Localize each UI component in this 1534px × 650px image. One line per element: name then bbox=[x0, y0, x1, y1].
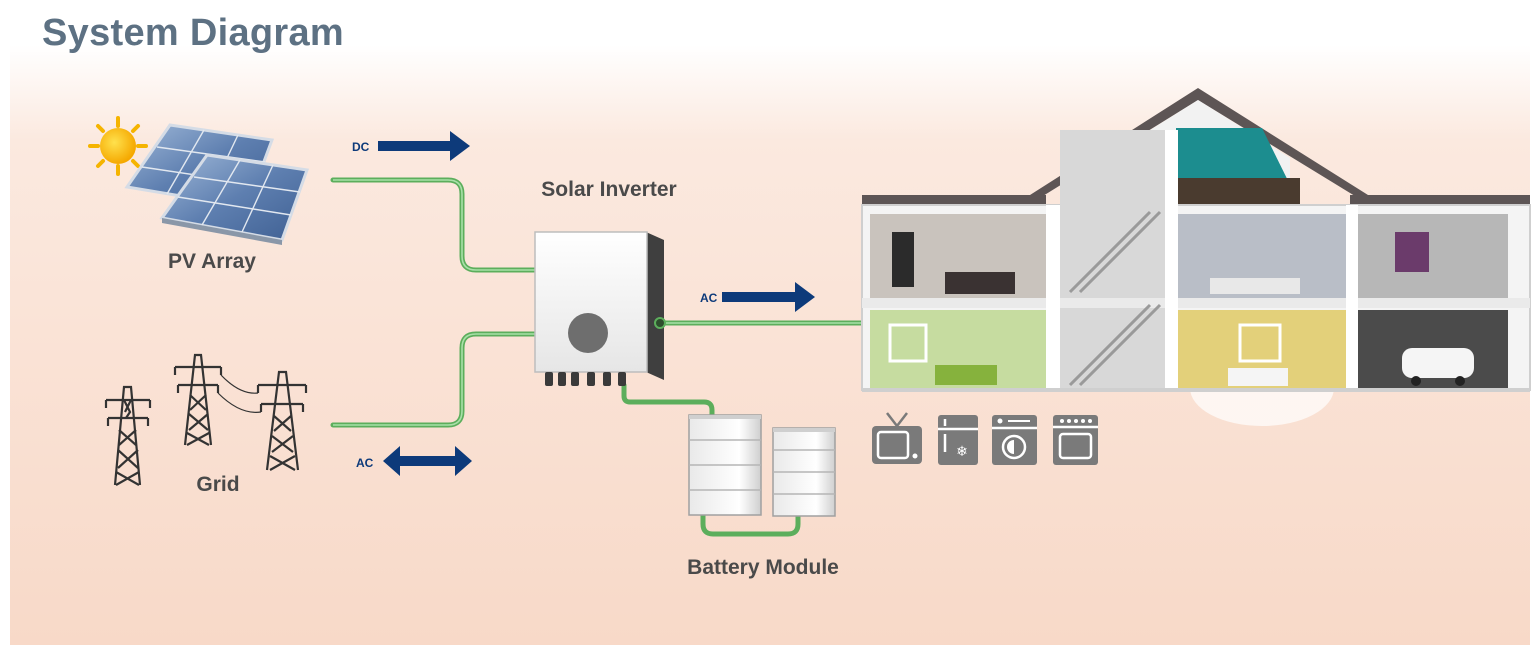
house-icon bbox=[861, 88, 1531, 426]
pv-panels-icon bbox=[124, 123, 310, 245]
fridge-icon: ❄ bbox=[938, 415, 978, 465]
power-lines bbox=[217, 374, 262, 413]
sun-icon bbox=[88, 116, 148, 176]
dc-arrow: DC bbox=[352, 131, 470, 161]
solar-inverter-icon bbox=[534, 231, 666, 386]
solar-inverter-label: Solar Inverter bbox=[541, 178, 676, 201]
battery-module-icon bbox=[688, 414, 836, 517]
washer-icon bbox=[992, 415, 1037, 465]
tower-3 bbox=[256, 370, 308, 471]
tower-2 bbox=[173, 353, 223, 446]
pv-panel-front bbox=[159, 153, 310, 245]
pv-cable bbox=[330, 177, 538, 273]
dc-arrow-label: DC bbox=[352, 140, 370, 154]
grid-cable bbox=[330, 331, 538, 428]
battery-module-label: Battery Module bbox=[687, 556, 839, 579]
svg-text:❄: ❄ bbox=[956, 444, 968, 460]
inverter-connectors bbox=[545, 372, 626, 386]
grid-towers-icon bbox=[104, 353, 308, 486]
pv-array-label: PV Array bbox=[168, 250, 256, 273]
ac-output-arrow-label: AC bbox=[700, 291, 718, 305]
oven-icon bbox=[1053, 415, 1098, 465]
tower-1 bbox=[104, 385, 152, 486]
ac-output-arrow: AC bbox=[700, 282, 815, 312]
page-title: System Diagram bbox=[42, 12, 345, 54]
tv-icon bbox=[872, 412, 922, 464]
grid-label: Grid bbox=[196, 473, 239, 496]
battery-link-cable bbox=[700, 511, 801, 537]
battery-1 bbox=[688, 414, 762, 516]
ac-grid-arrow-label: AC bbox=[356, 456, 374, 470]
battery-cable bbox=[621, 382, 715, 421]
battery-2 bbox=[772, 427, 836, 517]
dining-upper bbox=[1358, 214, 1508, 298]
ac-grid-arrow: AC bbox=[356, 446, 472, 476]
appliance-icons: ❄ bbox=[872, 412, 1098, 465]
